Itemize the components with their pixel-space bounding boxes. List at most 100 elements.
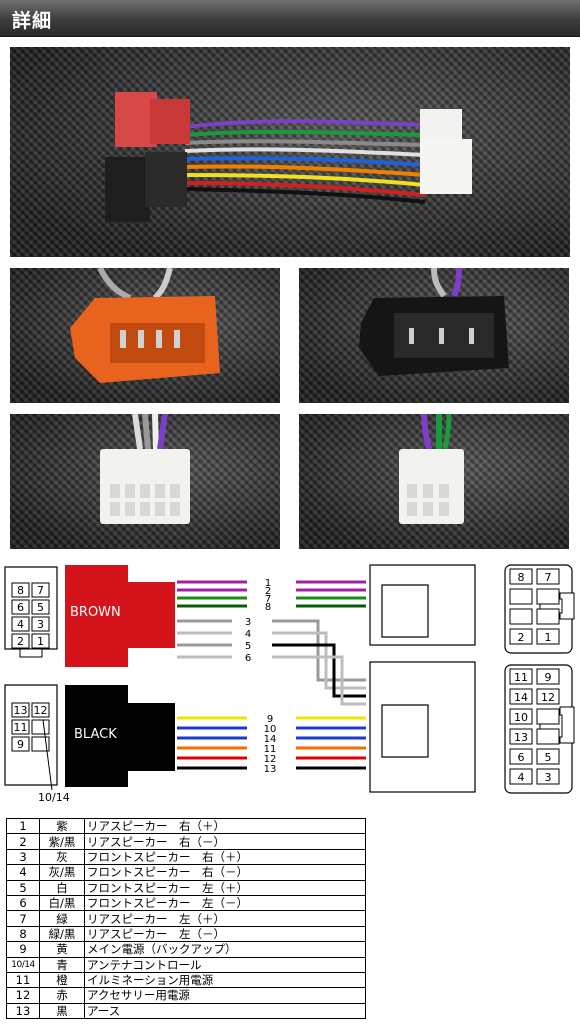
wire-color: 緑/黒: [39, 925, 85, 943]
left-bottom-pin-number: 11: [14, 721, 28, 734]
wire-color: 紫/黒: [39, 833, 85, 850]
right-bottom-pin-cell: [509, 708, 533, 725]
left-top-pin-cell: [31, 633, 50, 649]
right-bottom-pin-cell: [509, 668, 533, 685]
wire-color: 灰/黒: [39, 864, 85, 881]
right-bottom-pin-number: 5: [545, 751, 552, 764]
pin-function: フロントスピーカー 左（＋）: [84, 879, 366, 896]
wire-number: 11: [264, 744, 277, 755]
wire-color: 緑: [39, 910, 85, 927]
right-top-pin-number: 1: [545, 631, 552, 644]
left-top-pin-number: 7: [37, 584, 44, 597]
right-bottom-pin-cell: [509, 728, 533, 745]
right-bottom-pin-number: 9: [545, 671, 552, 684]
right-top-pin-cell: [536, 608, 560, 625]
wire-color: 黄: [39, 941, 85, 958]
wire-number: 7: [265, 594, 271, 605]
left-bottom-pin-cell: [11, 702, 30, 718]
wire-number: 10: [264, 724, 277, 735]
black-connector: BLACK: [65, 685, 175, 787]
left-top-pin-cell: [31, 616, 50, 632]
left-top-pin-number: 3: [37, 618, 44, 631]
pin-number: 3: [6, 848, 40, 866]
white-connector-photo-right: [299, 414, 569, 549]
right-top-pin-cell: [509, 608, 533, 625]
wire-number: 4: [245, 629, 251, 640]
left-top-pin-number: 4: [17, 618, 24, 631]
black-connector-photo: [299, 268, 569, 403]
pin-number: 13: [6, 1002, 40, 1020]
right-bottom-pin-cell: [536, 748, 560, 765]
wire-color: 白/黒: [39, 894, 85, 912]
right-bottom-pin-cell: [536, 708, 560, 725]
pin-number: 6: [6, 894, 40, 912]
pin-number: 12: [6, 987, 40, 1004]
right-bottom-pin-cell: [509, 688, 533, 705]
right-connector-top: [369, 564, 476, 646]
right-connector-bottom: [369, 661, 476, 793]
wire-line: [272, 655, 366, 706]
wire-number: 1: [265, 578, 271, 589]
pin-number: 8: [6, 925, 40, 943]
right-bottom-pin-cell: [536, 728, 560, 745]
pin-function: アンテナコントロール: [84, 956, 366, 973]
pin-function: リアスピーカー 左（＋）: [84, 910, 366, 927]
right-bottom-pin-number: 10: [514, 711, 528, 724]
left-bottom-pin-cell: [31, 719, 50, 735]
left-top-pin-number: 2: [17, 635, 24, 648]
wire-line: [272, 631, 366, 690]
right-top-pin-cell: [509, 568, 533, 585]
left-top-pin-cell: [11, 616, 30, 632]
wire-color: 白: [39, 879, 85, 896]
brown-connector-photo: [10, 268, 280, 403]
right-bottom-pin-cell: [509, 748, 533, 765]
left-top-pin-cell: [11, 582, 30, 598]
right-bottom-pin-number: 3: [545, 771, 552, 784]
left-bottom-pin-cell: [31, 702, 50, 718]
brown-label: BROWN: [70, 605, 121, 620]
left-top-pin-number: 6: [17, 601, 24, 614]
wire-number: 9: [267, 714, 273, 725]
left-bottom-pin-number: 12: [34, 704, 48, 717]
pin-function: フロントスピーカー 右（＋）: [84, 848, 366, 866]
wire-number: 2: [265, 586, 271, 597]
wire-number: 3: [245, 617, 251, 628]
left-top-pin-number: 5: [37, 601, 44, 614]
left-top-pin-number: 1: [37, 635, 44, 648]
wire-color: 紫: [39, 817, 85, 835]
wire-color: 黒: [39, 1002, 85, 1020]
bottom-note-label: 10/14: [38, 791, 70, 804]
right-bottom-pin-number: 14: [514, 691, 528, 704]
right-top-pin-number: 2: [518, 631, 525, 644]
right-bottom-pin-cell: [536, 688, 560, 705]
pin-number: 2: [6, 833, 40, 850]
left-top-pin-cell: [31, 599, 50, 615]
brown-connector: BROWN: [65, 565, 175, 667]
pin-number: 9: [6, 941, 40, 958]
wire-color: 青: [39, 956, 85, 973]
pin-function: リアスピーカー 右（－）: [84, 833, 366, 850]
pin-number: 4: [6, 864, 40, 881]
left-bottom-pin-cell: [31, 736, 50, 752]
left-bottom-pin-cell: [11, 736, 30, 752]
right-bottom-pin-number: 12: [541, 691, 555, 704]
right-top-pin-number: 7: [545, 571, 552, 584]
pin-function: アース: [84, 1002, 366, 1020]
left-top-pin-cell: [11, 633, 30, 649]
left-top-pin-number: 8: [17, 584, 24, 597]
wire-number: 14: [264, 734, 277, 745]
left-top-pin-cell: [11, 599, 30, 615]
pin-function: フロントスピーカー 左（－）: [84, 894, 366, 912]
section-title: 詳細: [12, 10, 53, 32]
